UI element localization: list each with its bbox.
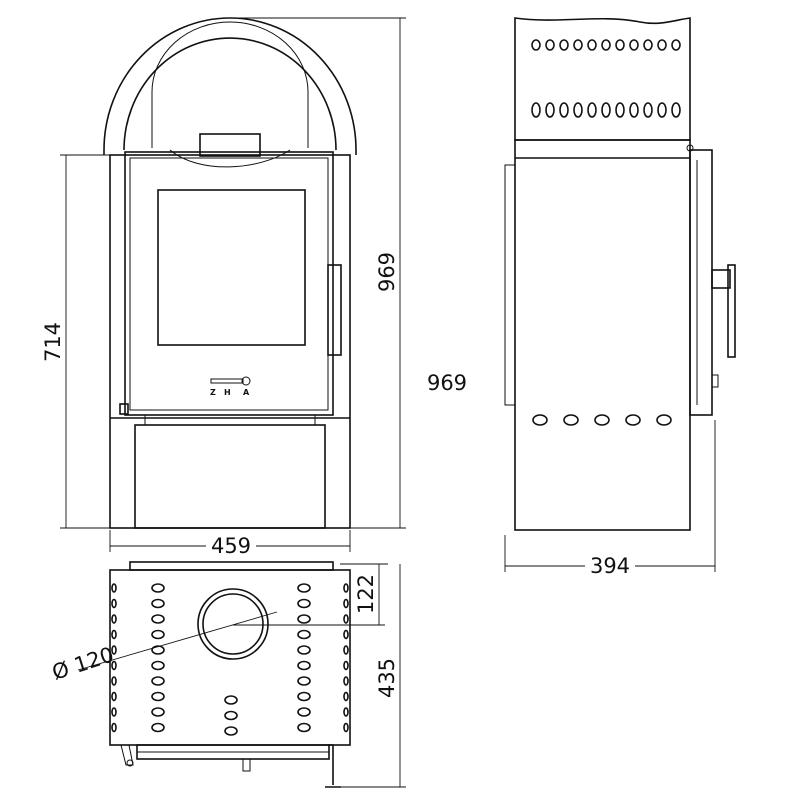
vent-hole: [111, 676, 117, 686]
dim-435: 435: [340, 564, 406, 788]
vent-hole: [643, 39, 653, 51]
vent-hole: [343, 722, 349, 733]
dim-394: 394: [504, 420, 716, 578]
vent-hole: [629, 102, 639, 118]
dim-label-714: 714: [41, 322, 65, 362]
vent-hole: [151, 645, 165, 655]
air-control-slider[interactable]: [210, 376, 251, 386]
vent-hole: [643, 102, 653, 118]
vent-hole: [587, 102, 597, 118]
vent-hole: [297, 614, 311, 624]
vent-hole: [587, 39, 597, 51]
dim-label-394: 394: [590, 554, 630, 578]
vent-hole: [656, 414, 672, 426]
vent-hole: [151, 583, 165, 593]
vent-hole: [111, 660, 117, 671]
vent-hole: [151, 629, 165, 640]
dim-label-435: 435: [375, 658, 399, 698]
vent-hole: [297, 645, 311, 655]
vent-hole: [151, 614, 165, 624]
door-handle[interactable]: [327, 264, 342, 356]
vent-hole: [297, 583, 311, 593]
vent-hole: [601, 39, 611, 51]
vent-hole: [297, 676, 311, 686]
vent-hole: [151, 676, 165, 686]
dim-label-122: 122: [354, 574, 378, 614]
vent-hole: [297, 629, 311, 640]
vent-hole: [343, 645, 349, 655]
vent-hole: [111, 645, 117, 655]
front-view: Z H A: [103, 17, 357, 529]
top-view: [109, 561, 351, 788]
vent-hole: [111, 583, 117, 593]
control-label-z: Z: [210, 388, 216, 397]
vent-hole: [151, 691, 165, 702]
door: [124, 151, 334, 416]
vent-hole: [297, 691, 311, 702]
side-view: [504, 17, 736, 531]
vent-hole: [111, 629, 117, 640]
vent-hole: [224, 726, 238, 736]
vent-hole: [559, 39, 569, 51]
vent-hole: [573, 102, 583, 118]
dim-label-120: Ø 120: [49, 642, 117, 684]
dim-label-969-front: 969: [375, 252, 399, 292]
arch-inner: [123, 37, 337, 151]
vent-hole: [111, 691, 117, 702]
vent-hole: [343, 707, 349, 717]
vent-hole: [297, 660, 311, 671]
flue-outlet: [197, 588, 269, 660]
dim-714: 714: [41, 154, 110, 529]
vent-hole: [601, 102, 611, 118]
lower-panel: [134, 424, 326, 529]
vent-hole: [297, 598, 311, 609]
dim-label-459: 459: [211, 534, 251, 558]
control-label-h: H: [224, 388, 231, 397]
glass: [157, 189, 306, 346]
vent-hole: [343, 598, 349, 609]
dim-459: 459: [109, 530, 351, 558]
vent-hole: [629, 39, 639, 51]
vent-hole: [111, 598, 117, 609]
vent-hole: [615, 39, 625, 51]
dim-label-969-side: 969: [427, 371, 467, 395]
vent-hole: [111, 614, 117, 624]
vent-hole: [224, 695, 238, 705]
vent-hole: [532, 414, 548, 426]
vent-hole: [343, 614, 349, 624]
dim-122: 122: [233, 563, 388, 626]
vent-hole: [545, 39, 555, 51]
vent-hole: [297, 707, 311, 717]
vent-hole: [671, 102, 681, 118]
vent-hole: [531, 102, 541, 118]
vent-hole: [151, 707, 165, 717]
vent-hole: [531, 39, 541, 51]
vent-hole: [224, 710, 238, 721]
vent-hole: [657, 39, 667, 51]
vent-hole: [111, 722, 117, 733]
vent-hole: [671, 39, 681, 51]
vent-hole: [615, 102, 625, 118]
vent-hole: [343, 660, 349, 671]
vent-hole: [343, 629, 349, 640]
dim-969-front: 969: [230, 17, 406, 529]
vent-hole: [111, 707, 117, 717]
vent-hole: [559, 102, 569, 118]
vent-hole: [625, 414, 641, 426]
vent-hole: [563, 414, 579, 426]
side-door: [689, 149, 713, 416]
vent-hole: [151, 598, 165, 609]
vent-hole: [151, 660, 165, 671]
control-label-a: A: [243, 388, 250, 397]
vent-hole: [657, 102, 667, 118]
vent-hole: [343, 691, 349, 702]
vent-hole: [151, 722, 165, 733]
vent-hole: [297, 722, 311, 733]
vent-hole: [594, 414, 610, 426]
vent-hole: [343, 583, 349, 593]
vent-hole: [545, 102, 555, 118]
vent-hole: [343, 676, 349, 686]
vent-hole: [573, 39, 583, 51]
